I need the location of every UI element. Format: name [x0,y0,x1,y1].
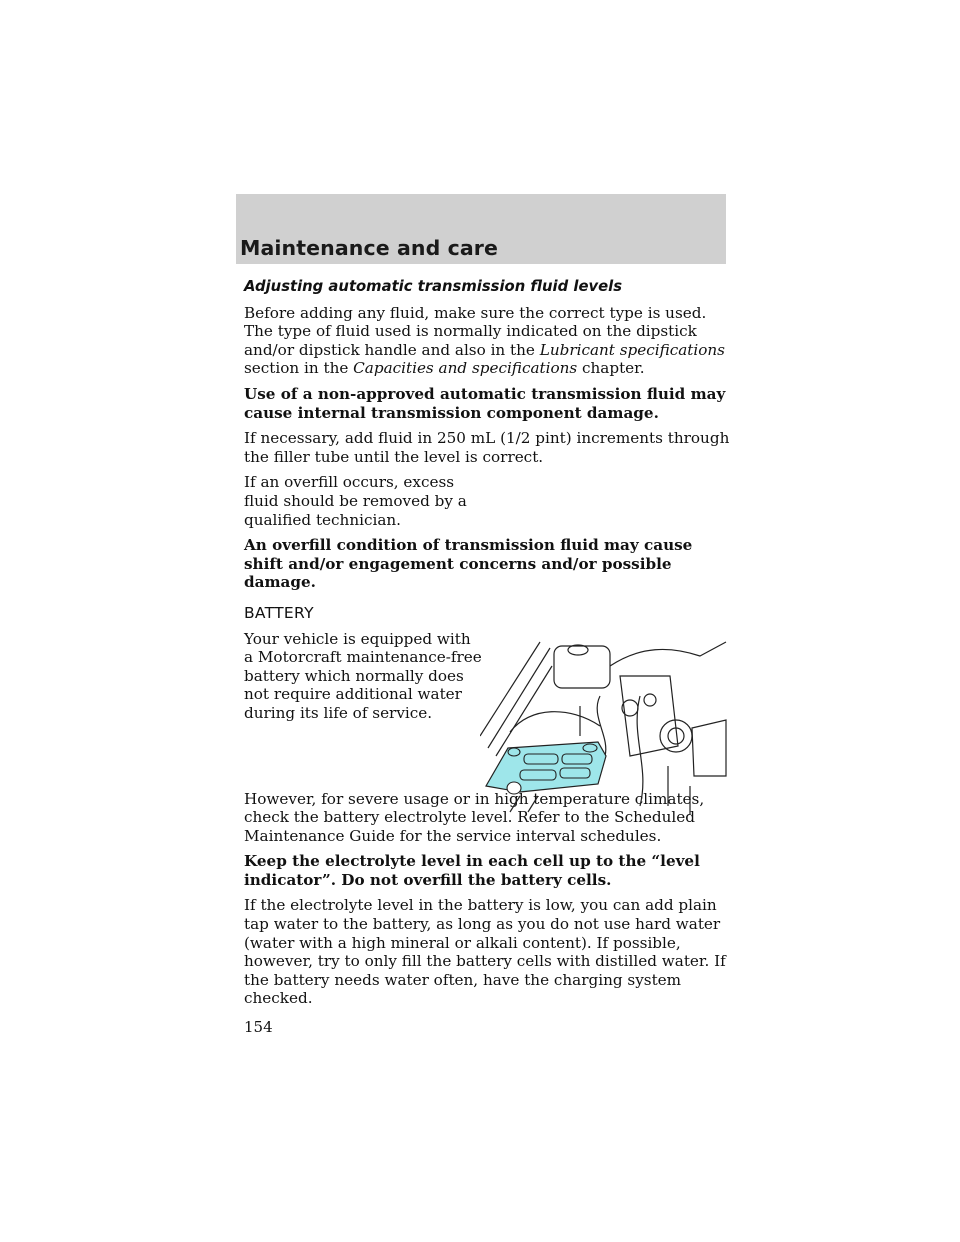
transmission-paragraph-1: Before adding any fluid, make sure the c… [244,304,734,378]
header-band [236,194,726,264]
page-content: Adjusting automatic transmission fluid l… [244,278,734,1015]
transmission-warning-2: An overfill condition of transmission fl… [244,536,693,592]
transmission-paragraph-3: If an overfill occurs, excess fluid shou… [244,473,467,529]
transmission-paragraph-2: If necessary, add fluid in 250 mL (1/2 p… [244,429,730,466]
battery-engine-illustration [480,640,727,814]
battery-warning: Keep the electrolyte level in each cell … [244,852,700,889]
text-span: chapter. [577,359,645,378]
battery-paragraph-1: Your vehicle is equipped with a Motorcra… [244,629,482,722]
page-title: Maintenance and care [240,236,499,260]
link-capacities-specifications: Capacities and specifications [353,359,578,378]
battery-heading: BATTERY [244,603,314,622]
transmission-subheading: Adjusting automatic transmission fluid l… [244,278,623,295]
link-lubricant-specifications: Lubricant specifications [539,340,725,359]
page-number: 154 [244,1018,273,1036]
battery-block: Your vehicle is equipped with a Motorcra… [244,629,734,814]
text-span: section in the [244,359,354,378]
battery-paragraph-2: However, for severe usage or in high tem… [244,789,705,845]
text-span: Before adding any fluid, make sure the c… [244,303,707,359]
transmission-warning-1: Use of a non-approved automatic transmis… [244,384,726,422]
battery-paragraph-3: If the electrolyte level in the battery … [244,896,726,1008]
